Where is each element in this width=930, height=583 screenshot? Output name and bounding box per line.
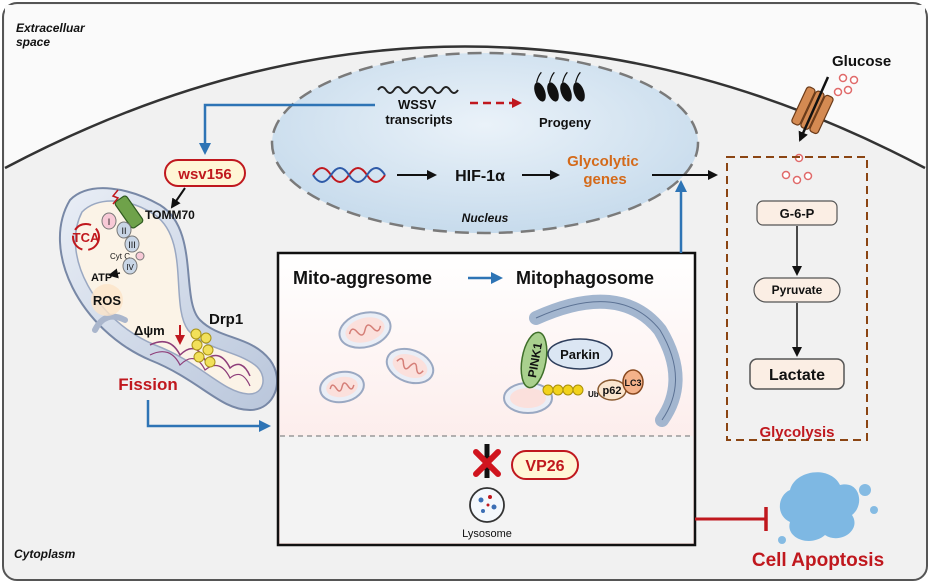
glycolytic-genes-label: Glycolytic genes (567, 153, 643, 188)
cell-membrane (4, 45, 926, 170)
lactate-node (749, 358, 845, 390)
lightning-icon (111, 189, 120, 205)
complex-ii (116, 221, 132, 239)
fragmented-mitochondria-icon (319, 311, 435, 404)
complex-iii-label: III (128, 240, 136, 250)
pink1-icon: PINK1 (520, 331, 548, 389)
progeny-virions-icon (534, 71, 585, 102)
ubiquitin-chain-icon (542, 384, 584, 396)
parkin-label: Parkin (560, 347, 600, 362)
complex-iii (124, 235, 140, 253)
mito-aggresome-title: Mito-aggresome (293, 268, 432, 288)
wsv156-to-mito-arrow (170, 187, 186, 209)
g6p-node (756, 200, 838, 226)
hif-label: HIF-1α (455, 168, 505, 185)
drp1-label: Drp1 (209, 311, 243, 328)
nucleus-label: Nucleus (462, 211, 509, 225)
glycolysis-box (726, 156, 868, 441)
delta-psi-label: Δψm (134, 323, 165, 338)
extracellular-region (5, 5, 925, 168)
cyt-c-icon (135, 251, 145, 261)
complex-i-label: I (108, 217, 111, 227)
parkin-icon (547, 338, 613, 370)
wsv156-badge (164, 159, 246, 187)
dna-helix-icon (312, 167, 386, 183)
atp-arrow (108, 268, 121, 279)
ub-label: Ub (588, 390, 599, 399)
complex-iv-label: IV (126, 263, 134, 272)
pyruvate-node (753, 277, 841, 303)
nucleus (270, 51, 700, 235)
cyt-c-label: Cyt C (110, 252, 130, 261)
wssv-rna-icon (377, 86, 459, 94)
tca-label: TCA (73, 230, 100, 245)
complex-ii-label: II (121, 226, 126, 236)
vp26-badge (511, 450, 579, 480)
cytoplasm-label: Cytoplasm (14, 547, 76, 561)
ros-label: ROS (93, 293, 122, 308)
lc3-label: LC3 (624, 378, 641, 388)
wssv-to-wsv156-arrow (199, 103, 375, 155)
p62-label: p62 (603, 385, 622, 397)
lysosome-label: Lysosome (462, 528, 512, 540)
tca-cycle-icon (72, 223, 100, 251)
tomm70-label: TOMM70 (145, 208, 195, 222)
tomm70-icon (114, 195, 144, 229)
drp1-oligomer-icon (190, 328, 216, 368)
atp-label: ATP (91, 272, 112, 284)
apoptotic-cell-icon (778, 472, 878, 544)
lysosome-icon (469, 487, 505, 523)
g6p-label: G-6-P (780, 206, 815, 221)
fission-label: Fission (118, 375, 178, 394)
vp26-label: VP26 (525, 458, 564, 475)
extracellular-label: Extracelluar space (16, 21, 88, 49)
glycolysis-label: Glycolysis (759, 424, 834, 441)
mitophagosome-title: Mitophagosome (516, 268, 654, 288)
glucose-label: Glucose (832, 53, 891, 70)
complex-iv (122, 257, 138, 275)
cell-apoptosis-label: Cell Apoptosis (752, 550, 884, 571)
fission-to-aggresome-arrow (146, 400, 271, 432)
block-x-icon (473, 449, 501, 477)
pink1-label: PINK1 (525, 341, 545, 379)
glucose-uptake-arrow (798, 76, 830, 142)
ros-burst-icon (91, 284, 123, 316)
wssv-transcripts-label: WSSV transcripts (385, 97, 452, 127)
lc3-icon (622, 369, 644, 395)
progeny-label: Progeny (539, 115, 592, 130)
complex-i (101, 212, 117, 230)
damaged-mitochondrion-icon (503, 382, 553, 414)
phagophore-outline (535, 301, 676, 421)
wsv156-label: wsv156 (177, 166, 231, 183)
pyruvate-label: Pyruvate (772, 283, 823, 297)
lactate-label: Lactate (769, 367, 825, 384)
